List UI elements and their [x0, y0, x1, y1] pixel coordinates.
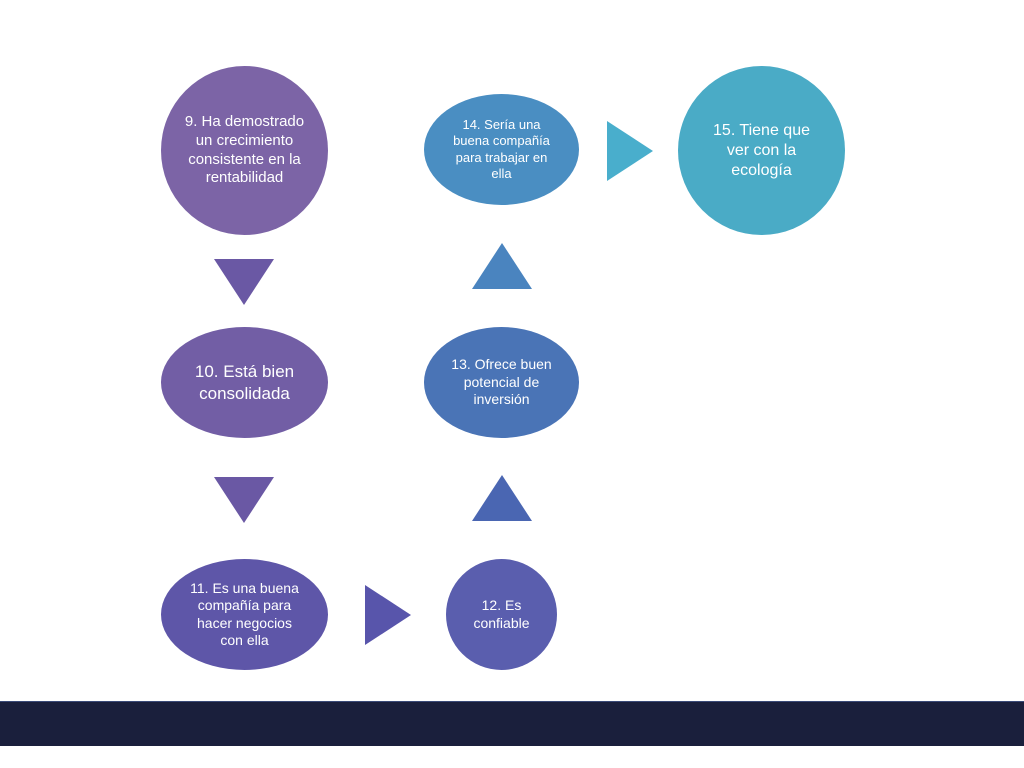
step-15-circle: 15. Tiene que ver con la ecología: [678, 66, 845, 235]
arrow-down-10-to-11: [214, 477, 274, 523]
arrow-up-12-to-13: [472, 475, 532, 521]
step-9-circle: 9. Ha demostrado un crecimiento consiste…: [161, 66, 328, 235]
step-13-ellipse: 13. Ofrece buen potencial de inversión: [424, 327, 579, 438]
arrow-up-13-to-14: [472, 243, 532, 289]
step-12-label: 12. Es confiable: [473, 597, 530, 631]
step-11-label: 11. Es una buena compañía para hacer neg…: [190, 579, 299, 649]
step-10-ellipse: 10. Está bien consolidada: [161, 327, 328, 438]
step-11-ellipse: 11. Es una buena compañía para hacer neg…: [161, 559, 328, 670]
arrow-right-11-to-12: [365, 585, 411, 645]
step-12-circle: 12. Es confiable: [446, 559, 557, 670]
arrow-right-14-to-15: [607, 121, 653, 181]
step-15-label: 15. Tiene que ver con la ecología: [713, 121, 810, 179]
step-14-ellipse: 14. Sería una buena compañía para trabaj…: [424, 94, 579, 205]
step-10-label: 10. Está bien consolidada: [194, 362, 295, 403]
step-13-label: 13. Ofrece buen potencial de inversión: [451, 356, 552, 408]
step-14-label: 14. Sería una buena compañía para trabaj…: [453, 117, 550, 181]
step-9-label: 9. Ha demostrado un crecimiento consiste…: [184, 113, 305, 187]
footer-band: [0, 701, 1024, 746]
arrow-down-9-to-10: [214, 259, 274, 305]
